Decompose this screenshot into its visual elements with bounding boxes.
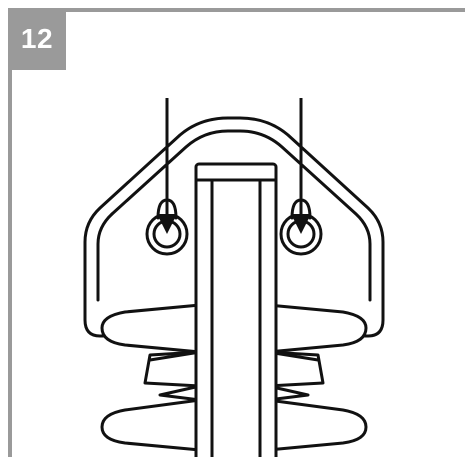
housing-inner-outline-left [96, 212, 114, 302]
blade-bar-outer [194, 162, 278, 457]
arrow-down-icon-left [157, 98, 177, 234]
step-number-badge: 12 [8, 8, 66, 70]
step-number: 12 [20, 23, 54, 54]
blade-tooth-left-3 [100, 398, 202, 452]
blade-tooth-right-2 [266, 350, 325, 388]
blade-tooth-right-3 [266, 398, 368, 452]
blade-tooth-left-1 [100, 303, 202, 354]
arrow-down-icon-right [291, 98, 311, 234]
blade-edge-left [148, 350, 202, 402]
blade-tooth-right-1 [266, 303, 368, 354]
frame-left-border [8, 8, 12, 457]
blade-tooth-left-2 [143, 350, 202, 388]
housing-inner-outline [110, 129, 372, 302]
frame-top-border [8, 8, 465, 12]
